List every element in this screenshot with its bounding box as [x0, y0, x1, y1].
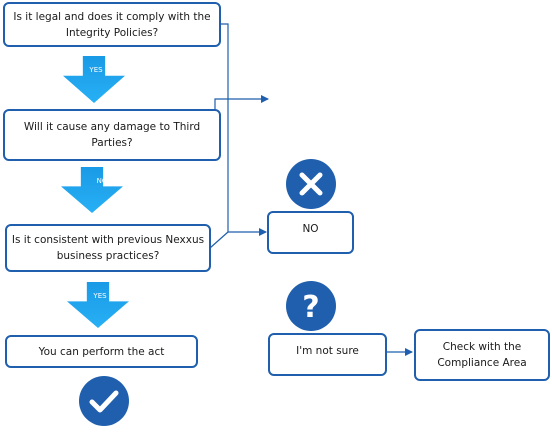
question-consistency-text: Is it consistent with previous Nexxus bu…	[11, 234, 205, 262]
compliance-text: Check with the Compliance Area	[437, 341, 527, 369]
result-perform-text: You can perform the act	[38, 345, 165, 358]
arrow-label-yes-2: YES	[93, 292, 107, 300]
no-outcome-text: NO	[302, 223, 319, 235]
question-legal-box: Is it legal and does it comply with the …	[3, 2, 221, 47]
question-circle-icon: ?	[286, 281, 336, 331]
not-sure-box: I'm not sure	[268, 333, 387, 376]
svg-text:?: ?	[302, 290, 319, 325]
not-sure-text: I'm not sure	[296, 345, 359, 357]
question-consistency-box: Is it consistent with previous Nexxus bu…	[5, 224, 211, 272]
arrow-label-yes-1: YES	[89, 66, 103, 74]
question-legal-text: Is it legal and does it comply with the …	[13, 10, 211, 39]
connector-q2-outgoing	[214, 95, 269, 136]
no-outcome-box: NO	[267, 211, 354, 254]
compliance-box: Check with the Compliance Area	[414, 329, 550, 381]
arrow-label-no: NO	[96, 177, 108, 185]
result-perform-box: You can perform the act	[5, 335, 198, 368]
question-damage-box: Will it cause any damage to Third Partie…	[3, 109, 221, 161]
x-circle-icon	[286, 159, 336, 209]
check-circle-icon	[79, 376, 129, 426]
question-damage-text: Will it cause any damage to Third Partie…	[23, 121, 201, 149]
connector-q3-to-no	[209, 231, 229, 249]
connector-q1-to-no	[220, 23, 267, 236]
